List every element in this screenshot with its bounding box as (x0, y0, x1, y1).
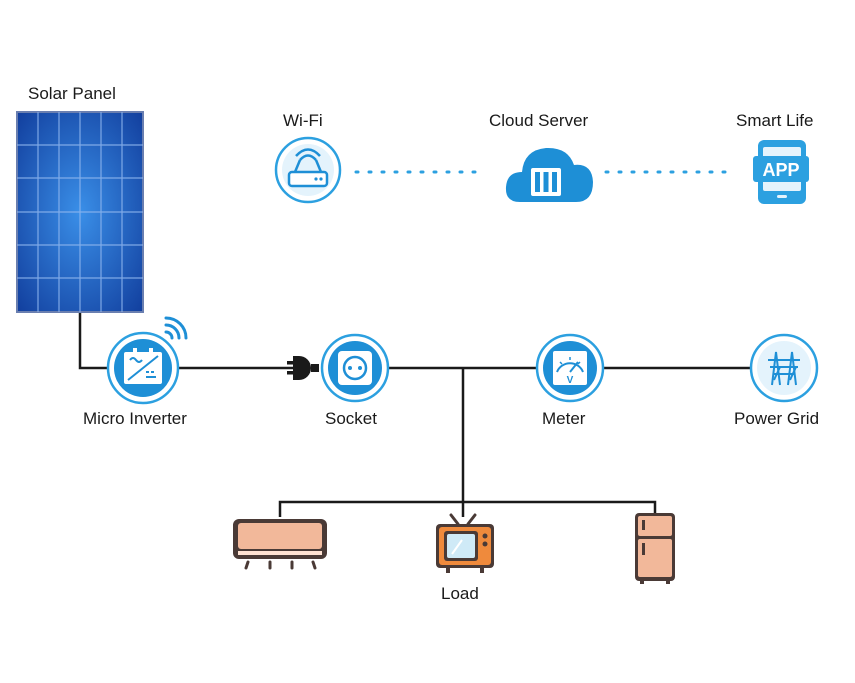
air-conditioner-icon (233, 519, 327, 570)
app-phone-icon: APP (753, 140, 809, 204)
label-wifi: Wi-Fi (283, 111, 323, 130)
meter-gauge-icon: V (535, 333, 605, 403)
fridge-icon (635, 513, 675, 584)
wireless-signal-icon (164, 316, 188, 340)
power-tower-icon (749, 333, 819, 403)
meter-unit-text: V (567, 375, 574, 386)
label-meter: Meter (542, 409, 586, 428)
wifi-router-icon (274, 136, 342, 204)
label-micro-inverter: Micro Inverter (83, 409, 187, 428)
power-wires (78, 312, 751, 517)
label-load: Load (441, 584, 479, 603)
app-badge-text: APP (762, 160, 799, 180)
label-smart-life: Smart Life (736, 111, 814, 130)
label-socket: Socket (325, 409, 377, 428)
tv-icon (436, 513, 494, 573)
label-solar-panel: Solar Panel (28, 84, 116, 103)
label-power-grid: Power Grid (734, 409, 820, 428)
load-bus-wire (278, 500, 657, 517)
plug-icon (287, 356, 319, 380)
solar-panel-icon (16, 111, 144, 313)
panel-to-inverter-wire (78, 312, 108, 370)
inverter-icon (106, 316, 188, 405)
label-cloud-server: Cloud Server (489, 111, 589, 130)
socket-icon (320, 333, 390, 403)
cloud-server-icon (505, 147, 593, 202)
